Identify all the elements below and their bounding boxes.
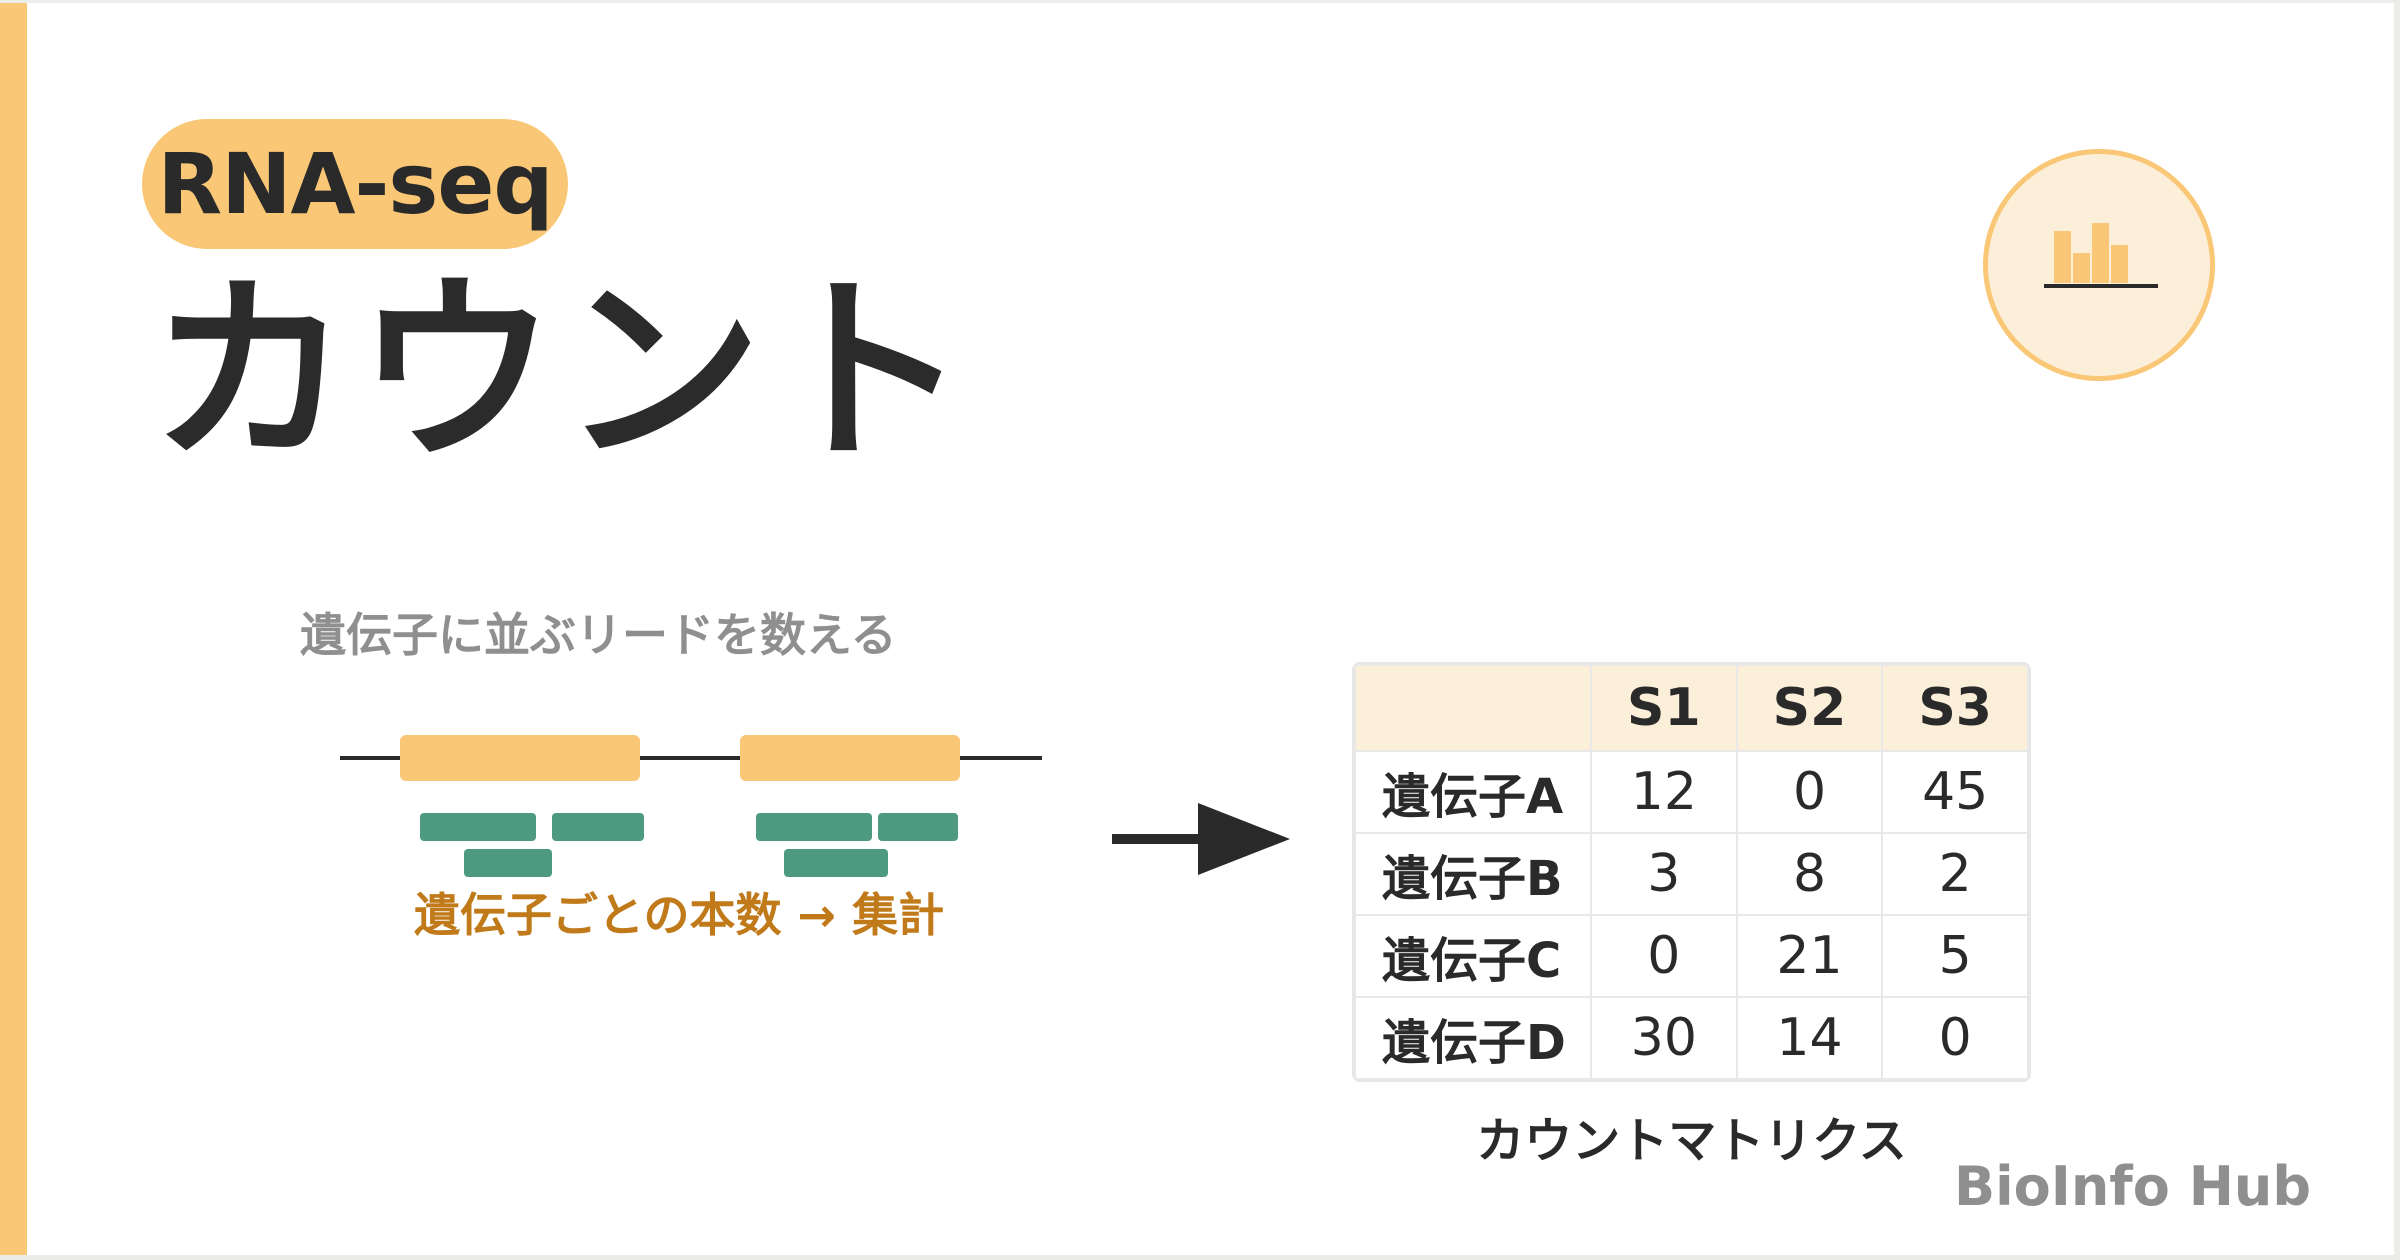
count-cell: 8 (1735, 832, 1884, 916)
page-title: カウント (150, 256, 975, 489)
read-bar (420, 813, 536, 841)
bar-chart-icon (1983, 149, 2215, 381)
count-cell: 45 (1881, 750, 2029, 834)
read-bar (464, 849, 552, 877)
column-header: S2 (1735, 664, 1884, 752)
count-cell: 5 (1881, 914, 2029, 998)
column-header (1354, 664, 1592, 752)
table-row: 遺伝子B 3 8 2 (1354, 832, 2029, 916)
table-header-row: S1 S2 S3 (1354, 664, 2029, 752)
count-cell: 0 (1735, 750, 1884, 834)
count-cell: 3 (1590, 832, 1738, 916)
gene-name: 遺伝子D (1354, 996, 1592, 1080)
subtitle: 遺伝子に並ぶリードを数える (300, 608, 897, 662)
count-cell: 0 (1881, 996, 2029, 1080)
count-cell: 21 (1735, 914, 1884, 998)
gene-name: 遺伝子B (1354, 832, 1592, 916)
gene-name: 遺伝子A (1354, 750, 1592, 834)
count-cell: 2 (1881, 832, 2029, 916)
column-header: S3 (1881, 664, 2029, 752)
gene-block (740, 735, 960, 781)
topic-tag: RNA-seq (142, 119, 568, 249)
brand-name: BioInfo Hub (1954, 1155, 2311, 1218)
count-cell: 0 (1590, 914, 1738, 998)
column-header: S1 (1590, 664, 1738, 752)
read-bar (756, 813, 872, 841)
table-row: 遺伝子C 0 21 5 (1354, 914, 2029, 998)
read-bar (784, 849, 888, 877)
count-cell: 30 (1590, 996, 1738, 1080)
count-matrix-table: S1 S2 S3 遺伝子A 12 0 45 遺伝子B 3 8 2 (1352, 662, 2031, 1082)
read-bar (878, 813, 958, 841)
slide-card: RNA-seq カウント 遺伝子に並ぶリードを数える 遺伝子ごとの本数 → 集計 (0, 3, 2394, 1255)
read-alignment-diagram (340, 735, 1042, 877)
aggregation-caption: 遺伝子ごとの本数 → 集計 (414, 888, 945, 942)
table-row: 遺伝子D 30 14 0 (1354, 996, 2029, 1080)
gene-name: 遺伝子C (1354, 914, 1592, 998)
arrow-right-icon (1112, 803, 1290, 875)
count-cell: 12 (1590, 750, 1738, 834)
table-row: 遺伝子A 12 0 45 (1354, 750, 2029, 834)
gene-block (400, 735, 640, 781)
count-cell: 14 (1735, 996, 1884, 1080)
read-bar (552, 813, 644, 841)
matrix-caption: カウントマトリクス (1476, 1113, 1907, 1169)
accent-bar (0, 3, 27, 1255)
